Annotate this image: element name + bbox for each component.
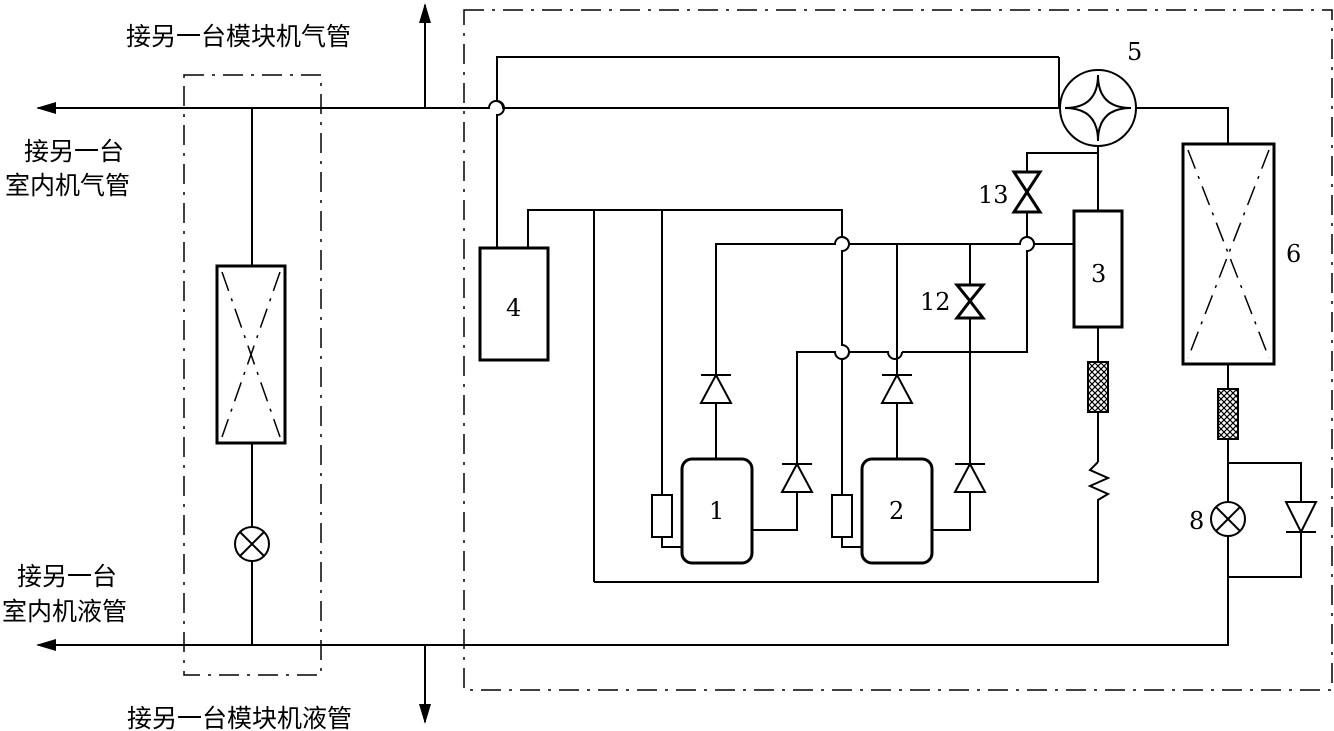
check-valve-oil-2: [953, 461, 987, 493]
valve-12-label: 12: [920, 288, 951, 316]
compressor-2-label: 2: [889, 497, 904, 525]
liquid-main-pipe: [36, 577, 1229, 651]
compressor-1-label: 1: [709, 497, 724, 525]
indoor-liquid-pipe-label-line2: 室内机液管: [2, 597, 127, 626]
expansion-valve-label: 8: [1189, 507, 1204, 535]
indoor-liquid-pipe-label-line1: 接另一台: [17, 562, 117, 591]
gas-main-pipe: [36, 100, 1059, 114]
valve-13-label: 13: [978, 181, 1009, 209]
oil-line-comp1: [752, 492, 798, 531]
filter-condenser: [1217, 388, 1239, 440]
bypass-check-valve: [1284, 501, 1318, 535]
module-gas-pipe-label: 接另一台模块机气管: [126, 22, 351, 51]
four-way-valve-label: 5: [1127, 38, 1142, 66]
check-valve-comp2: [880, 372, 914, 404]
pipe-valve13-down: [902, 212, 1035, 353]
module-liquid-pipe-label: 接另一台模块机液管: [127, 704, 352, 731]
unit-4-label: 4: [506, 294, 521, 322]
compressor-2-accumulator: [831, 494, 853, 538]
suction-return-bottom: [594, 510, 1099, 583]
compressor-1: [680, 457, 754, 565]
indoor-gas-pipe-label-line1: 接另一台: [24, 137, 124, 166]
indoor-valve-x-b: [239, 531, 265, 557]
indoor-hx-cross-b: [221, 271, 281, 438]
indoor-unit-boundary: [183, 74, 322, 676]
condenser-cross-a: [1187, 149, 1270, 359]
separator-label: 3: [1091, 260, 1106, 288]
pipe-valve5-to-unit4: [496, 56, 1059, 248]
compressor-2-link: [841, 537, 862, 548]
valve8-x-b: [1215, 506, 1241, 532]
compressor-1-link: [661, 537, 682, 548]
condenser-label: 6: [1286, 240, 1301, 268]
unit-4-box: [478, 246, 550, 362]
outdoor-unit-boundary: [463, 9, 1333, 691]
valve-13-icon: [1011, 170, 1043, 214]
outdoor-condenser: [1181, 142, 1276, 366]
valve-12-icon: [953, 283, 987, 320]
compressor-1-accumulator: [651, 494, 673, 538]
indoor-gas-pipe-label-line2: 室内机气管: [5, 171, 130, 200]
pipe-valve13-branch: [1026, 152, 1098, 172]
oil-line-comp2: [932, 492, 971, 531]
oil-separator: [1072, 209, 1124, 329]
oil-return-line: [796, 351, 903, 464]
pipe-fourway-to-condenser: [1136, 107, 1229, 144]
check-valve-oil-1: [780, 461, 814, 493]
condenser-cross-b: [1187, 149, 1270, 359]
filter-separator: [1087, 361, 1109, 413]
four-way-valve-inner: [1064, 74, 1132, 142]
compressor-2: [860, 457, 934, 565]
capillary-zigzag: [1087, 461, 1111, 510]
discharge-header: [715, 236, 1074, 375]
bypass-line: [1228, 462, 1302, 578]
check-valve-comp1: [699, 372, 733, 404]
